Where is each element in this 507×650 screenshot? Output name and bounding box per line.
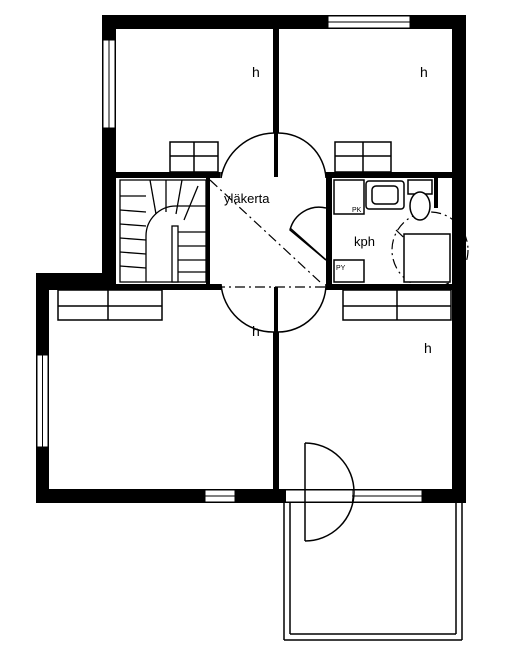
fixture-label-laundry: PK <box>352 207 362 214</box>
room-label-bedroom-nw: h <box>252 64 260 80</box>
exterior-walls <box>36 15 466 503</box>
windows <box>36 15 423 503</box>
bathroom-fixtures <box>333 179 451 283</box>
staircase <box>119 179 207 283</box>
laundry-machine <box>333 179 365 215</box>
shower <box>403 233 451 283</box>
room-label-bedroom-sw: h <box>252 323 260 339</box>
dryer-machine <box>333 259 365 283</box>
room-label-bedroom-se: h <box>424 340 432 356</box>
room-label-bathroom: kph <box>354 234 375 249</box>
doors <box>220 132 355 542</box>
toilet-bowl <box>409 191 431 221</box>
fixture-label-dryer: PY <box>336 265 346 272</box>
room-label-bedroom-ne: h <box>420 64 428 80</box>
closets <box>57 141 452 321</box>
balcony <box>283 503 463 641</box>
room-label-hall: yläkerta <box>224 191 270 206</box>
balcony-door-opening <box>286 490 352 502</box>
